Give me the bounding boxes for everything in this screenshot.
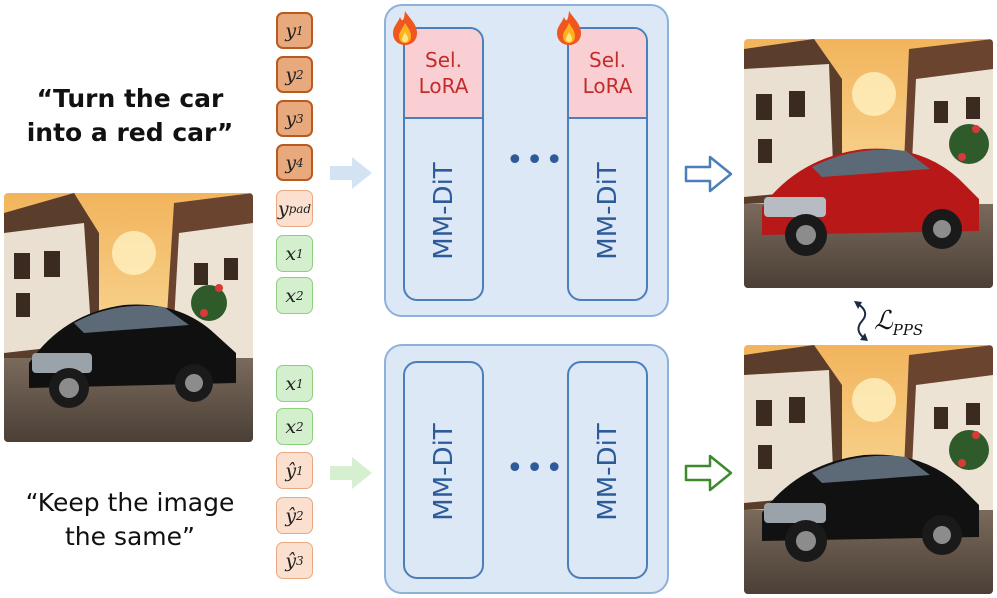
top-input-arrow-icon (330, 157, 372, 189)
mmdit-label: MM-DiT (428, 423, 459, 521)
bottom-prompt-line2: the same” (64, 522, 195, 551)
mmdit-label: MM-DiT (428, 162, 459, 260)
mmdit-label: MM-DiT (592, 423, 623, 521)
curved-double-arrow-icon (854, 301, 868, 341)
lora-label-line2: LoRA (418, 74, 469, 98)
top-prompt: “Turn the car into a red car” (10, 82, 250, 150)
loss-subscript: PPS (892, 321, 924, 340)
output-image-red-car (744, 39, 993, 288)
selective-lora-2: Sel. LoRA (569, 29, 646, 119)
selective-lora-1: Sel. LoRA (405, 29, 482, 119)
input-image-black-car (4, 193, 253, 442)
lora-label-line1: Sel. (425, 48, 462, 72)
bottom-model-panel: MM-DiT ••• MM-DiT (384, 344, 669, 594)
bottom-prompt-line1: “Keep the image (25, 488, 235, 517)
top-output-hollow-arrow-icon (684, 155, 733, 193)
mmdit-label: MM-DiT (592, 162, 623, 260)
output-image-black-car (744, 345, 993, 594)
top-mmdit-block-2: Sel. LoRA MM-DiT (567, 27, 648, 301)
loss-symbol: ℒ (874, 306, 893, 336)
top-ellipsis: ••• (506, 143, 566, 178)
lora-label-line2: LoRA (582, 74, 633, 98)
top-model-panel: Sel. LoRA MM-DiT ••• Sel. LoRA MM-DiT (384, 4, 669, 317)
bottom-mmdit-block-2: MM-DiT (567, 361, 648, 579)
bottom-input-arrow-icon (330, 457, 372, 489)
lora-label-line1: Sel. (589, 48, 626, 72)
top-prompt-line2: into a red car” (26, 118, 234, 147)
fire-icon (557, 11, 581, 45)
top-mmdit-block-1: Sel. LoRA MM-DiT (403, 27, 484, 301)
top-prompt-line1: “Turn the car (36, 84, 224, 113)
bottom-output-hollow-arrow-icon (684, 454, 733, 492)
bottom-ellipsis: ••• (506, 451, 566, 486)
fire-icon (393, 11, 417, 45)
bottom-mmdit-block-1: MM-DiT (403, 361, 484, 579)
loss-label: ℒPPS (874, 306, 923, 339)
bottom-prompt: “Keep the image the same” (10, 486, 250, 554)
